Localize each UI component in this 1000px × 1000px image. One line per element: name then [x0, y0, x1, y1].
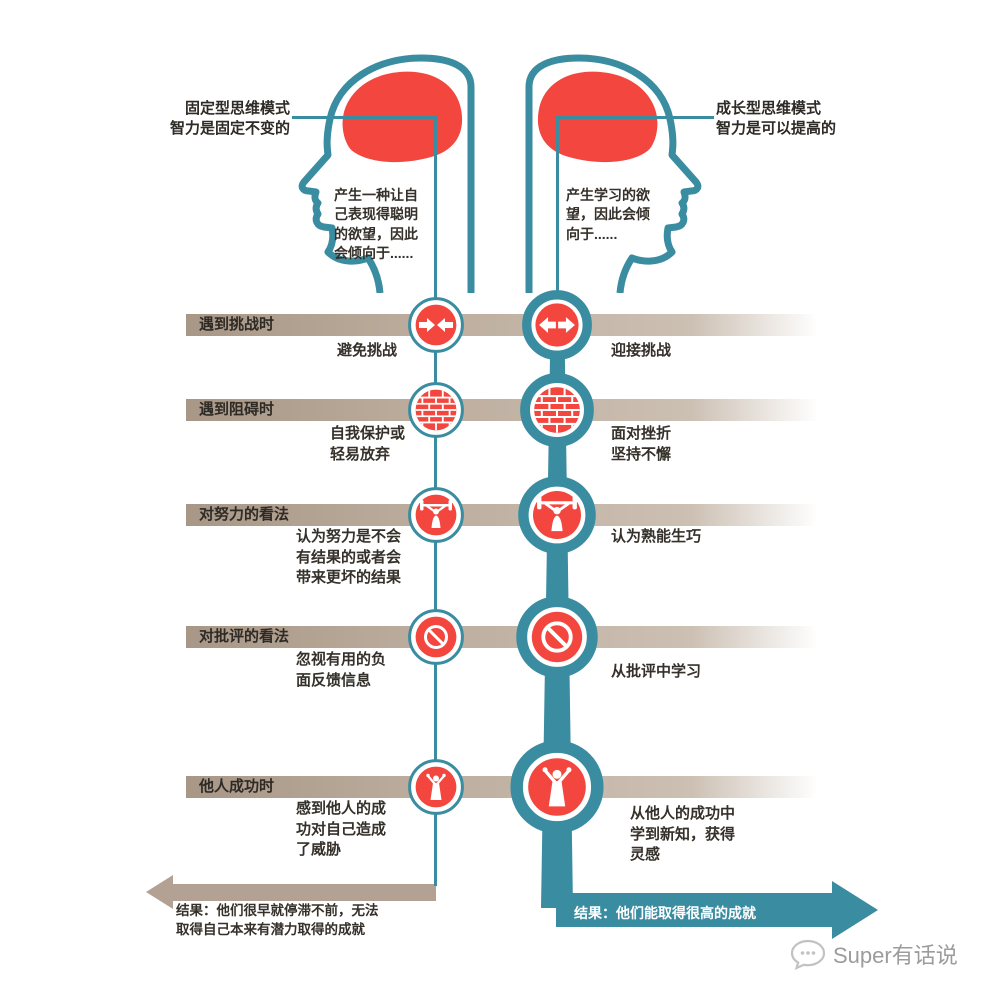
growth-mindset-node — [522, 290, 592, 360]
growth-connector-line — [558, 116, 714, 119]
fixed-mindset-label: 固定型思维模式 智力是固定不变的 — [118, 99, 290, 138]
category-bar: 遇到挑战时 — [186, 314, 818, 336]
growth-mindset-node — [518, 476, 596, 554]
watermark: Super有话说 — [790, 938, 958, 970]
fixed-mindset-title: 固定型思维模式 — [184, 100, 290, 117]
growth-result-text: 结果：他们能取得很高的成就 — [574, 905, 756, 921]
growth-mindset-node — [520, 373, 594, 447]
growth-result-arrowhead — [832, 881, 878, 939]
growth-mindset-title: 成长型思维模式 — [716, 100, 822, 117]
growth-mindset-node — [516, 596, 598, 678]
fixed-mindset-node — [408, 759, 464, 815]
fixed-description: 自我保护或 轻易放弃 — [330, 425, 406, 463]
growth-description: 从批评中学习 — [611, 663, 702, 680]
fixed-description: 认为努力是不会 有结果的或者会 带来更坏的结果 — [296, 528, 402, 587]
growth-description: 面对挫折 坚持不懈 — [611, 425, 672, 463]
growth-tendency-text: 产生学习的欲 望，因此会倾 向于...... — [566, 187, 650, 242]
fixed-description: 感到他人的成 功对自己造成 了威胁 — [296, 800, 387, 859]
chat-bubble-icon — [790, 939, 826, 970]
fixed-mindset-node — [408, 382, 464, 438]
fixed-description: 忽视有用的负 面反馈信息 — [296, 651, 387, 689]
category-label: 对批评的看法 — [199, 628, 290, 645]
fixed-connector-line — [292, 116, 437, 119]
category-label: 他人成功时 — [199, 778, 275, 795]
category-label: 遇到阻碍时 — [199, 401, 275, 418]
growth-description: 迎接挑战 — [611, 342, 672, 359]
fixed-tendency-text: 产生一种让自 己表现得聪明 的欲望，因此 会倾向于...... — [334, 187, 418, 261]
growth-result-arrow-bar — [556, 893, 832, 927]
growth-mindset-node — [510, 740, 604, 834]
fixed-result-arrowhead — [146, 875, 173, 909]
fixed-mindset-node — [408, 297, 464, 353]
fixed-mindset-subtitle: 智力是固定不变的 — [169, 119, 290, 137]
fixed-result-arrow-bar — [172, 884, 436, 901]
category-label: 对努力的看法 — [199, 506, 290, 523]
category-bar: 对努力的看法 — [186, 504, 818, 526]
growth-mindset-label: 成长型思维模式 智力是可以提高的 — [716, 99, 896, 138]
category-label: 遇到挑战时 — [199, 316, 275, 333]
fixed-mindset-node — [408, 609, 464, 665]
category-bar: 他人成功时 — [186, 776, 818, 798]
fixed-mindset-node — [408, 487, 464, 543]
growth-description: 从他人的成功中 学到新知，获得 灵感 — [630, 805, 736, 864]
watermark-text: Super有话说 — [833, 943, 958, 968]
fixed-description: 避免挑战 — [337, 342, 398, 359]
fixed-result-text: 结果：他们很早就停滞不前，无法 取得自己本来有潜力取得的成就 — [176, 903, 379, 937]
growth-mindset-subtitle: 智力是可以提高的 — [716, 119, 837, 137]
category-bar: 遇到阻碍时 — [186, 399, 818, 421]
category-bar: 对批评的看法 — [186, 626, 818, 648]
growth-description: 认为熟能生巧 — [611, 528, 702, 545]
